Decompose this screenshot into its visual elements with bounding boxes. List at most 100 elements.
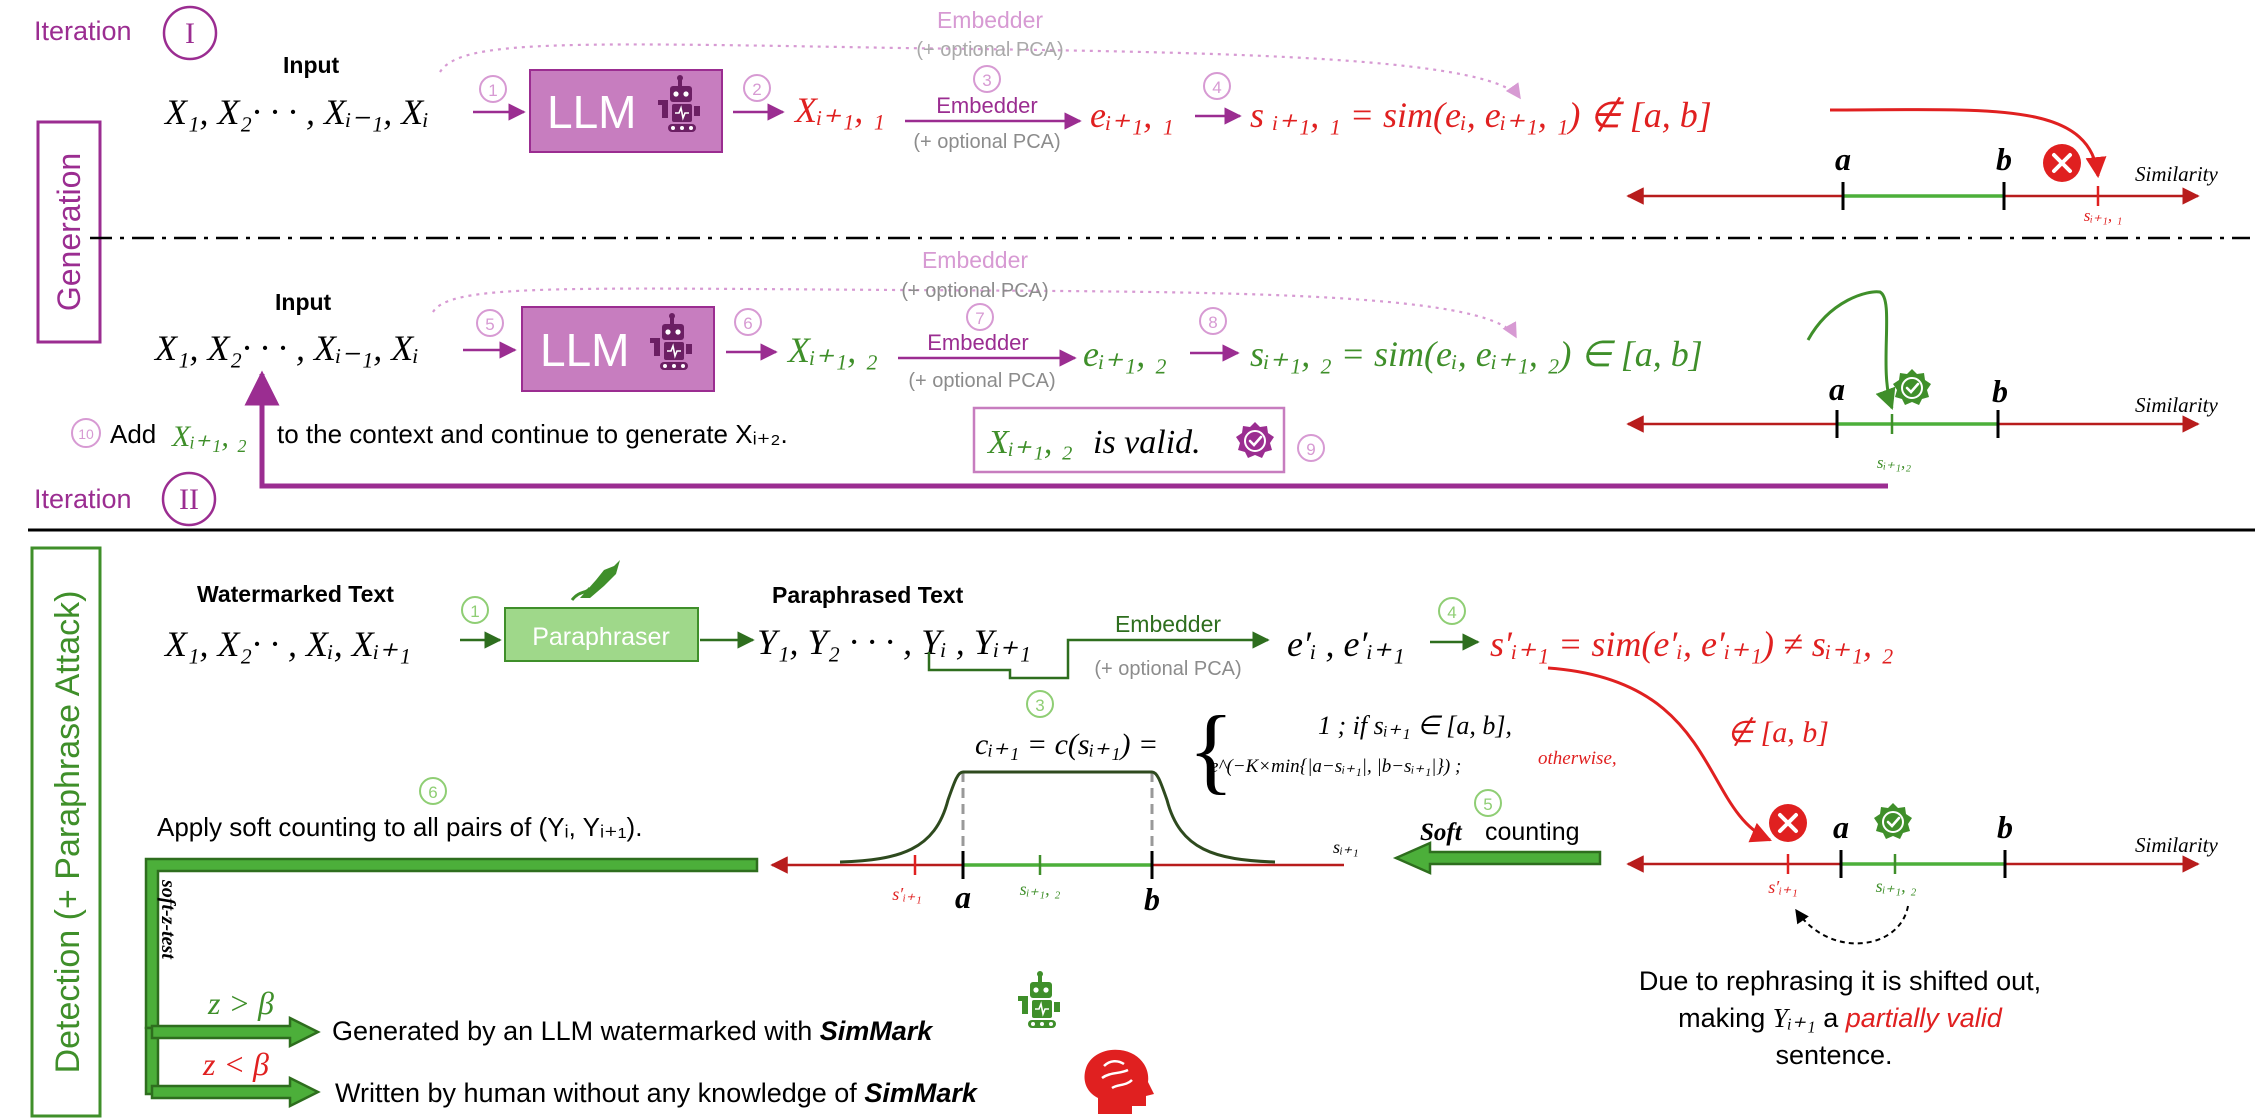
human-head-icon	[1084, 1049, 1154, 1114]
soft-word: Soft	[1420, 819, 1463, 846]
iter1-similarity-axis	[1626, 182, 2200, 210]
iteration-2-label: Iteration	[34, 484, 132, 514]
check-badge-icon	[1234, 420, 1276, 460]
curve-a: a	[955, 879, 971, 915]
det-step3: 3	[1035, 696, 1044, 715]
formula-otherwise: otherwise,	[1538, 748, 1617, 769]
curve-mark-red: s′ᵢ₊₁	[892, 884, 922, 904]
result1-prefix: Generated by an LLM watermarked with	[332, 1016, 812, 1046]
iter2-llm-box: LLM	[521, 306, 715, 392]
iter2-llm-label: LLM	[540, 324, 629, 376]
iter1-step1: 1	[488, 81, 497, 100]
det-step1: 1	[470, 602, 479, 621]
iter2-candidate: Xᵢ₊₁, ₂	[786, 330, 878, 370]
det-bracket	[927, 631, 1270, 680]
iter2-feedback-loop	[244, 370, 1888, 489]
paraphrased-sequence: Y₁, Y₂ · · · , Yᵢ , Yᵢ₊₁	[757, 622, 1031, 662]
apply-text: Apply soft counting to all pairs of (Yᵢ,…	[157, 812, 642, 842]
iter2-axis-b: b	[1992, 373, 2008, 409]
iter2-step5: 5	[485, 315, 494, 334]
iter2-similarity: sᵢ₊₁, ₂ = sim(eᵢ, eᵢ₊₁, ₂) ∈ [a, b]	[1250, 334, 1703, 374]
detection-label: Detection (+ Paraphrase Attack)	[49, 591, 87, 1074]
det-step4-circle	[1438, 597, 1466, 625]
iter1-embedding: eᵢ₊₁, ₁	[1090, 95, 1174, 135]
det-embedder: Embedder	[1115, 611, 1221, 637]
shift-line2-emph: partially valid	[1845, 1003, 2003, 1033]
generation-label: Generation	[51, 153, 87, 311]
iter2-input-label: Input	[275, 289, 332, 315]
det-shift-arrow	[1547, 666, 1772, 843]
iter2-top-embedder: Embedder	[922, 247, 1028, 273]
shift-line1: Due to rephrasing it is shifted out,	[1639, 966, 2041, 996]
iteration-1-numeral: I	[185, 17, 195, 50]
det-axis-a: a	[1833, 809, 1849, 845]
iter2-step8: 8	[1208, 313, 1217, 332]
iter2-step8-circle	[1199, 307, 1227, 335]
iter1-axis-a: a	[1835, 141, 1851, 177]
formula-case1: 1 ; if sᵢ₊₁ ∈ [a, b],	[1318, 711, 1512, 740]
iteration-1-numeral-circle: I	[162, 5, 218, 61]
iter2-valid-box: Xᵢ₊₁, ₂ is valid.	[972, 406, 1286, 474]
formula-case2: e^(−K×min{|a−sᵢ₊₁|, |b−sᵢ₊₁|}) ;	[1210, 756, 1461, 777]
iter2-step6: 6	[743, 314, 752, 333]
result2: Written by human without any knowledge o…	[335, 1078, 979, 1108]
cross-icon	[2041, 142, 2083, 184]
det-shift-dashed-arrow	[1795, 905, 1909, 945]
check-badge-icon	[1891, 367, 1933, 407]
iter1-step3-circle	[973, 65, 1001, 93]
iter1-top-embedder: Embedder	[937, 7, 1043, 33]
det-not-in: ∉ [a, b]	[1727, 716, 1829, 749]
robot-icon	[1017, 970, 1061, 1029]
iter1-pca: (+ optional PCA)	[913, 131, 1060, 153]
iteration-2-numeral: II	[179, 483, 199, 516]
det-axis-mark-green: sᵢ₊₁, ₂	[1876, 876, 1917, 896]
iter1-embedder: Embedder	[936, 93, 1038, 118]
iter1-axis-label: Similarity	[2135, 162, 2219, 186]
detection-box: Detection (+ Paraphrase Attack)	[30, 546, 102, 1118]
iter2-embedding: eᵢ₊₁, ₂	[1083, 334, 1167, 374]
iteration-2-numeral-circle: II	[161, 471, 217, 527]
iter1-input-label: Input	[283, 52, 340, 78]
iter2-step9-circle	[1297, 434, 1325, 462]
iter2-add-suffix: to the context and continue to generate …	[277, 419, 788, 449]
iter2-accept-arrow	[1806, 290, 1896, 410]
pen-icon	[570, 560, 620, 601]
iter1-input-sequence: X₁, X₂· · · , Xᵢ₋₁, Xᵢ	[163, 92, 429, 132]
det-axis-mark-red: s′ᵢ₊₁	[1768, 877, 1798, 897]
shift-line2-mid: a	[1823, 1003, 1839, 1033]
det-step1-circle	[461, 596, 489, 624]
iter2-step10: 10	[78, 426, 94, 442]
det-step4: 4	[1447, 603, 1456, 622]
iter1-step2-circle	[743, 74, 771, 102]
iter2-step7: 7	[975, 309, 984, 328]
iter2-valid-var: Xᵢ₊₁, ₂	[986, 424, 1073, 461]
soft-counting-arrow	[1392, 841, 1602, 875]
formula-lhs: cᵢ₊₁ = c(sᵢ₊₁) =	[975, 728, 1158, 761]
det-axis-label: Similarity	[2135, 833, 2219, 857]
iter2-input-sequence: X₁, X₂· · · , Xᵢ₋₁, Xᵢ	[153, 328, 419, 368]
iter1-step3: 3	[982, 71, 991, 90]
shift-line2-var: Yᵢ₊₁	[1773, 1003, 1816, 1033]
iter1-step4: 4	[1212, 78, 1221, 97]
det-axis-b: b	[1997, 809, 2013, 845]
iter2-context-dotted-arrow	[432, 287, 1517, 339]
iter1-step2: 2	[752, 80, 761, 99]
iter2-add-prefix: Add	[110, 419, 156, 449]
shift-line2: making Yᵢ₊₁ a partially valid	[1678, 1003, 2003, 1033]
iteration-1-label: Iteration	[34, 16, 132, 46]
paraphrased-label: Paraphrased Text	[772, 582, 964, 608]
result1-brand: SimMark	[820, 1016, 935, 1046]
iter2-axis-label: Similarity	[2135, 393, 2219, 417]
iter1-reject-arrow	[1829, 108, 2107, 179]
counting-word: counting	[1485, 818, 1580, 846]
watermarked-sequence: X₁, X₂· · , Xᵢ, Xᵢ₊₁	[163, 624, 411, 664]
det-pca: (+ optional PCA)	[1094, 658, 1241, 680]
iter2-similarity-axis	[1626, 410, 2200, 438]
iter2-axis-mark: sᵢ₊₁,₂	[1877, 453, 1911, 472]
cond-gt: z > β	[207, 985, 274, 1021]
iter2-add-var: Xᵢ₊₁, ₂	[171, 420, 247, 453]
result1: Generated by an LLM watermarked with Sim…	[332, 1016, 934, 1046]
iter1-step1-circle	[479, 75, 507, 103]
iter2-valid-text: is valid.	[1093, 424, 1201, 461]
soft-z-test-label: soft-z-test	[157, 879, 179, 960]
